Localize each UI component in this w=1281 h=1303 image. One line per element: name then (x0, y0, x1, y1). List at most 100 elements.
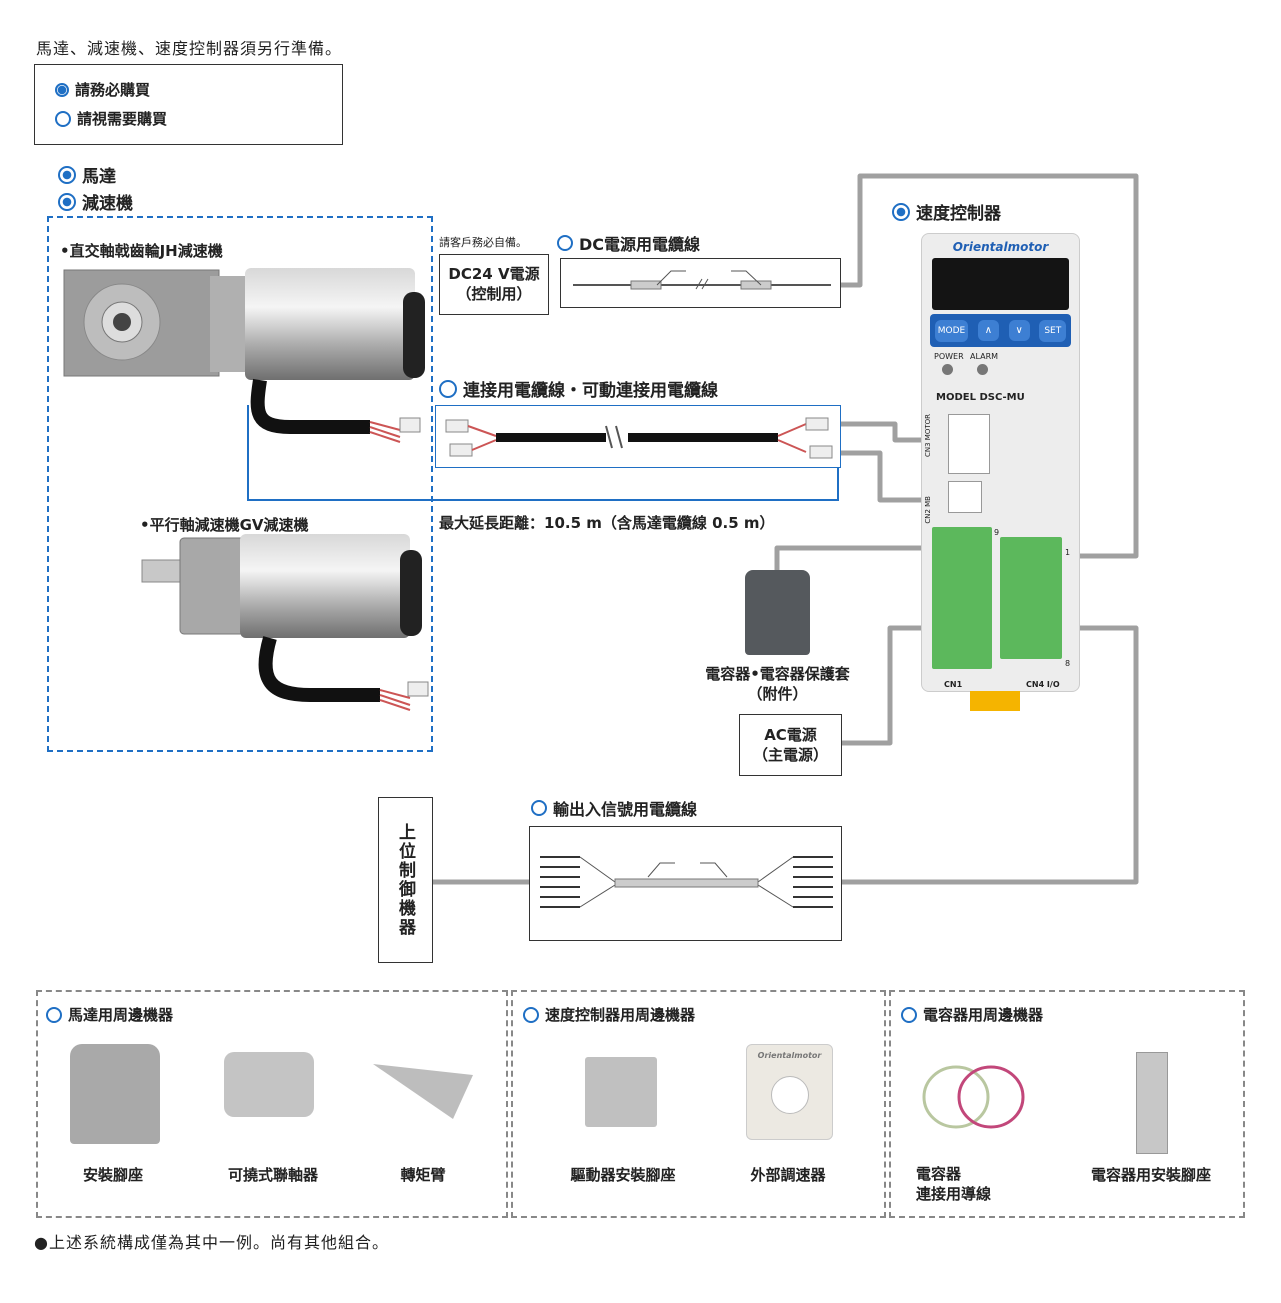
external-speed-potentiometer-caption: 外部調速器 (750, 1166, 826, 1184)
connection-cable-label-text: 連接用電纜線・可動連接用電纜線 (463, 381, 718, 401)
up-button[interactable]: ∧ (977, 320, 1000, 341)
din-rail-clip (970, 691, 1020, 711)
pin9-label: 9 (994, 528, 1000, 537)
alarm-led-label: ALARM (970, 352, 999, 361)
gv-motor-image (141, 534, 429, 711)
controller-label-text: 速度控制器 (916, 204, 1001, 224)
power-led-label: POWER (934, 352, 964, 361)
controller-label: 速度控制器 (892, 199, 1001, 224)
io-cable-label-text: 輸出入信號用電纜線 (553, 800, 698, 819)
driver-mount-caption: 驅動器安裝腳座 (570, 1166, 676, 1184)
gv-gearhead-title: •平行軸減速機GV減速機 (140, 516, 309, 534)
host-controller-box: 上位制御機器 (378, 797, 433, 963)
controller-peripherals-panel: 速度控制器用周邊機器 Orientalmotor 驅動器安裝腳座 外部調速器 (511, 990, 886, 1218)
dc-cable-box (560, 258, 841, 308)
legend-optional-label: 請視需要購買 (77, 110, 168, 128)
top-note: 馬達、減速機、速度控制器須另行準備。 (36, 39, 343, 58)
cn3-label: CN3 MOTOR (924, 414, 932, 458)
controller-peripherals-title-text: 速度控制器用周邊機器 (545, 1006, 696, 1024)
capacitor-mount-caption: 電容器用安裝腳座 (1090, 1166, 1211, 1184)
host-controller-label: 上位制御機器 (395, 823, 415, 937)
open-circle-icon (531, 800, 547, 816)
motor-peripherals-title: 馬達用周邊機器 (46, 1004, 173, 1025)
dc-cable-label-text: DC電源用電纜線 (579, 235, 701, 254)
cn3-motor-connector[interactable] (948, 414, 990, 474)
mode-button[interactable]: MODE (934, 319, 969, 342)
dc-cable-image (573, 270, 831, 290)
io-cable-label: 輸出入信號用電纜線 (531, 796, 697, 820)
legend-optional: 請視需要購買 (55, 108, 167, 129)
down-button[interactable]: ∨ (1008, 320, 1030, 341)
controller-keypad: MODE ∧ ∨ SET (930, 314, 1071, 347)
motor-label-text: 馬達 (82, 167, 116, 187)
dc-cable-label: DC電源用電纜線 (557, 231, 700, 255)
motor-peripherals-title-text: 馬達用周邊機器 (68, 1006, 174, 1024)
open-circle-icon (901, 1006, 917, 1023)
controller-peripherals-title: 速度控制器用周邊機器 (523, 1004, 695, 1025)
open-circle-icon (439, 379, 457, 398)
filled-circle-icon (58, 192, 76, 211)
open-circle-icon (46, 1006, 62, 1023)
filled-circle-icon (58, 165, 76, 184)
torque-arm-caption: 轉矩臂 (400, 1166, 446, 1184)
jh-gearhead-title: •直交軸戟齒輪JH減速機 (60, 242, 223, 260)
connection-bracket (247, 405, 839, 501)
capacitor-lead-wire-image (922, 1065, 1025, 1129)
alarm-led (977, 364, 988, 375)
mounting-bracket-image (70, 1044, 160, 1144)
speed-knob-icon[interactable] (770, 1076, 809, 1114)
cn2-label: CN2 MB (924, 496, 932, 524)
legend-required-label: 請務必購買 (75, 81, 151, 99)
io-cable-image (540, 856, 833, 908)
connection-cable-box (435, 405, 841, 468)
open-circle-icon (557, 235, 573, 251)
dc-power-note: 請客戶務必自備。 (439, 236, 527, 249)
pin8-label: 8 (1065, 659, 1071, 668)
model-label: MODEL DSC-MU (936, 392, 1025, 403)
driver-mount-image (585, 1057, 657, 1127)
motor-gearhead-group (47, 216, 433, 752)
jh-motor-image (63, 268, 425, 443)
filled-circle-icon (892, 202, 910, 221)
connection-cable-label: 連接用電纜線・可動連接用電纜線 (439, 376, 718, 401)
controller-display (932, 258, 1069, 310)
motor-label: 馬達 (58, 162, 116, 187)
legend-box: 請務必購買 請視需要購買 (34, 64, 343, 145)
io-cable-box (529, 826, 842, 941)
set-button[interactable]: SET (1039, 319, 1067, 342)
footer-note: ●上述系統構成僅為其中一例。尚有其他組合。 (34, 1233, 389, 1252)
power-led (942, 364, 953, 375)
motor-peripherals-panel: 馬達用周邊機器 安裝腳座 可撓式聯軸器 轉矩臂 (36, 990, 508, 1218)
dc-power-box: DC24 V電源 （控制用） (439, 254, 549, 315)
cn4-terminal-block[interactable] (1000, 537, 1062, 659)
flexible-coupling-caption: 可撓式聯軸器 (227, 1166, 318, 1184)
capacitor-image (745, 570, 810, 655)
cn1-label: CN1 (944, 680, 963, 689)
capacitor-lead-wire-caption: 電容器 連接用導線 (916, 1165, 992, 1203)
flexible-coupling-image (224, 1052, 314, 1117)
controller-brand: Orientalmotor (952, 240, 1049, 254)
capacitor-mount-image (1136, 1052, 1168, 1154)
capacitor-label: 電容器•電容器保護套 （附件） (705, 665, 850, 703)
torque-arm-image (373, 1064, 473, 1119)
potentiometer-brand: Orientalmotor (757, 1051, 822, 1060)
ac-power-box: AC電源 （主電源） (739, 714, 842, 776)
filled-circle-icon (55, 82, 69, 97)
open-circle-icon (523, 1006, 539, 1023)
open-circle-icon (55, 110, 71, 127)
gearhead-label: 減速機 (58, 189, 133, 214)
cn1-terminal-block[interactable] (932, 527, 992, 669)
cn2-mb-connector[interactable] (948, 481, 982, 513)
speed-controller: Orientalmotor MODE ∧ ∨ SET POWER ALARM M… (921, 233, 1080, 711)
capacitor-peripherals-title: 電容器用周邊機器 (901, 1004, 1043, 1025)
pin1-label: 1 (1065, 548, 1071, 557)
capacitor-peripherals-title-text: 電容器用周邊機器 (923, 1006, 1044, 1024)
capacitor-peripherals-panel: 電容器用周邊機器 電容器 連接用導線 電容器用安裝腳座 (889, 990, 1245, 1218)
mounting-bracket-caption: 安裝腳座 (82, 1166, 143, 1184)
cn4-label: CN4 I/O (1026, 680, 1060, 689)
max-length-note: 最大延長距離：10.5 m（含馬達電纜線 0.5 m） (439, 514, 775, 532)
connection-cable-image (445, 417, 833, 459)
legend-required: 請務必購買 (55, 79, 150, 100)
external-speed-potentiometer-image: Orientalmotor (746, 1044, 833, 1140)
